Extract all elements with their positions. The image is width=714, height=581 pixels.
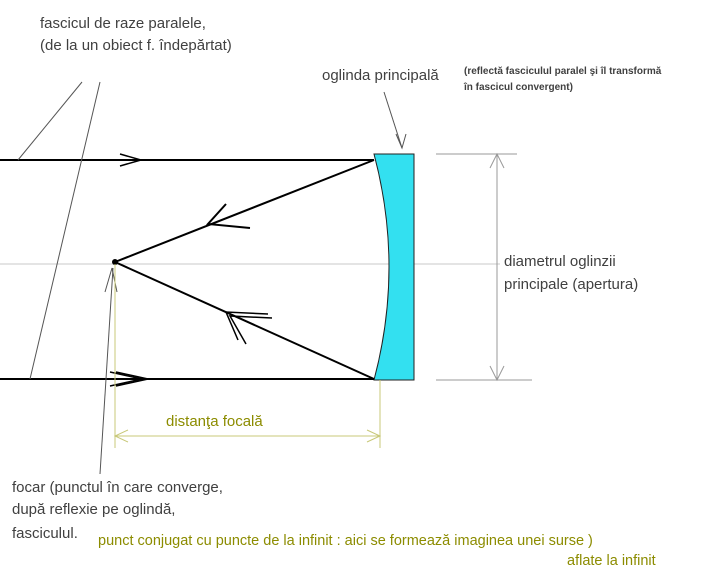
primary-mirror-label: oglinda principală [322,67,439,84]
reflected-ray-bottom-arrow [228,315,273,345]
primary-mirror-note-line2: în fascicul convergent) [464,82,573,93]
conjugate-point-label-line1: punct conjugat cu puncte de la infinit :… [98,533,593,549]
focus-label-line3: fasciculul. [12,525,78,542]
primary-mirror-note-line1: (reflectă fasciculul paralel şi îl trans… [464,66,662,77]
parallel-beam-label-line1: fascicul de raze paralele, [40,15,206,32]
mirror-pointer [383,91,403,149]
focal-distance-label: distanţa focală [166,413,263,430]
focus-point [112,259,118,265]
incoming-ray-bottom-arrow [109,371,143,387]
reflected-ray-top [114,159,375,263]
mirror-diameter-label-line2: principale (apertura) [504,276,639,293]
focus-label-line2: după reflexie pe oglindă, [12,501,176,518]
mirror-diameter-label-line1: diametrul oglinzii [504,253,616,270]
focus-pointer [99,267,114,475]
parallel-beam-pointer-2 [29,81,101,380]
mirror-pointer-head [395,133,407,150]
focus-label-line1: focar (punctul în care converge, [12,479,223,496]
conjugate-point-label-line2: aflate la infinit [567,553,656,569]
reflected-ray-top-arrow [205,203,251,229]
incoming-ray-top-arrow [119,153,144,167]
incoming-ray-bottom-arrow-2 [115,371,149,387]
focal-arrow-left [113,429,129,443]
aperture-arrow-bottom [489,365,505,382]
parallel-beam-label-line2: (de la un obiect f. îndepărtat) [40,37,232,54]
reflected-ray-bottom-arrow-2 [224,311,269,341]
focal-arrow-right [366,429,382,443]
aperture-arrow-top [489,152,505,169]
parallel-beam-pointer-1 [17,81,83,161]
primary-mirror [373,153,415,381]
reflected-ray-bottom [114,261,375,380]
